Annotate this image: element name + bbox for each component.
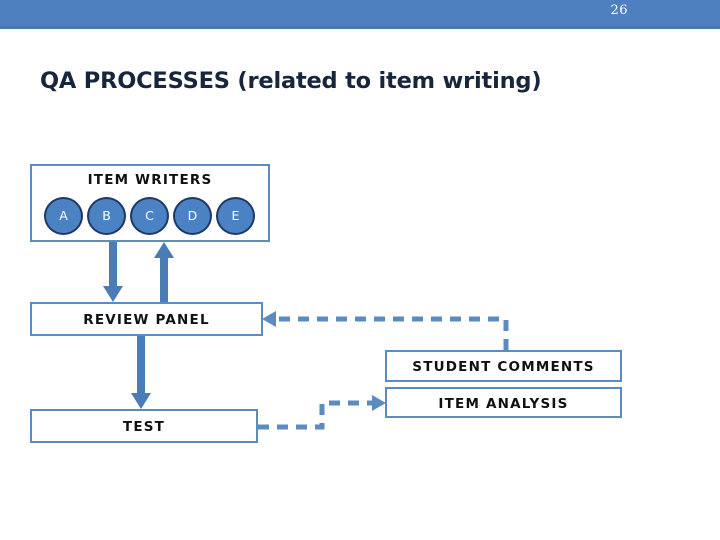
item-writer-d[interactable]: D	[173, 197, 212, 235]
connector-item-writers-to-review-panel	[103, 242, 123, 302]
box-test[interactable]: TEST	[30, 409, 258, 443]
connector-review-panel-to-test	[131, 336, 151, 409]
item-writer-e[interactable]: E	[216, 197, 255, 235]
box-student-comments-label: STUDENT COMMENTS	[412, 359, 595, 375]
slide-top-bar: 26	[0, 0, 720, 29]
box-review-panel-label: REVIEW PANEL	[83, 312, 210, 328]
box-review-panel[interactable]: REVIEW PANEL	[30, 302, 263, 336]
page-title: QA PROCESSES (related to item writing)	[40, 68, 542, 94]
box-item-analysis[interactable]: ITEM ANALYSIS	[385, 387, 622, 418]
page-number: 26	[610, 3, 628, 18]
item-writer-b[interactable]: B	[87, 197, 126, 235]
connector-test-to-item-analysis	[258, 395, 386, 430]
box-student-comments[interactable]: STUDENT COMMENTS	[385, 350, 622, 382]
box-item-writers-label: ITEM WRITERS	[87, 172, 213, 188]
box-item-writers[interactable]: ITEM WRITERS A B C D E	[30, 164, 270, 242]
item-writer-a[interactable]: A	[44, 197, 83, 235]
connector-review-panel-to-item-writers	[154, 242, 174, 302]
box-test-label: TEST	[122, 419, 166, 435]
connector-student-comments-to-review-panel	[262, 311, 509, 350]
item-writer-c[interactable]: C	[130, 197, 169, 235]
box-item-analysis-label: ITEM ANALYSIS	[438, 396, 569, 412]
